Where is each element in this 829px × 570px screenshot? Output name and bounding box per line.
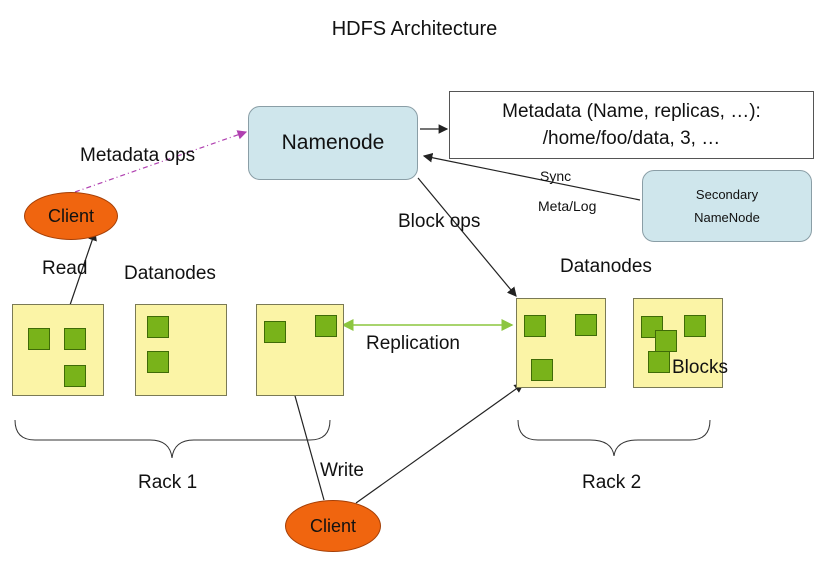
block: [147, 316, 169, 338]
client-bottom-label: Client: [309, 515, 357, 536]
rack1-brace: [14, 419, 331, 459]
block: [28, 328, 50, 350]
secondary-namenode-line-2: NameNode: [694, 210, 760, 225]
block: [648, 351, 670, 373]
datanode-rack1-2: [135, 304, 227, 396]
block: [684, 315, 706, 337]
secondary-namenode-box: Secondary NameNode: [642, 170, 812, 242]
client-top-label: Client: [47, 205, 95, 226]
datanodes-right-label: Datanodes: [560, 256, 652, 277]
write-label: Write: [320, 460, 364, 481]
client-top: Client: [24, 192, 118, 240]
metadata-ops-label: Metadata ops: [80, 145, 196, 166]
write-arrow-rack2: [355, 383, 524, 504]
metadata-line-2: /home/foo/data, 3, …: [542, 128, 721, 149]
block: [575, 314, 597, 336]
metadata-line-1: Metadata (Name, replicas, …):: [502, 101, 761, 122]
client-bottom: Client: [285, 500, 381, 552]
datanodes-left-label: Datanodes: [124, 263, 216, 284]
block-ops-label: Block ops: [398, 211, 481, 232]
sync-arrow: [422, 152, 641, 201]
block: [524, 315, 546, 337]
namenode-box: Namenode: [248, 106, 418, 180]
sync-label: Sync: [540, 168, 572, 184]
replication-label: Replication: [366, 333, 460, 354]
secondary-namenode-line-1: Secondary: [695, 187, 759, 202]
block: [64, 328, 86, 350]
block: [64, 365, 86, 387]
datanode-rack1-3: [256, 304, 344, 396]
blocks-label: Blocks: [672, 357, 728, 378]
namenode-label: Namenode: [281, 131, 385, 154]
datanode-rack1-1: [12, 304, 104, 396]
block: [147, 351, 169, 373]
block: [531, 359, 553, 381]
rack2-label: Rack 2: [582, 472, 642, 493]
datanode-rack2-2: [633, 298, 723, 388]
metadata-box: Metadata (Name, replicas, …): /home/foo/…: [449, 91, 814, 159]
read-arrow: [69, 230, 97, 306]
block: [315, 315, 337, 337]
diagram-title: HDFS Architecture: [331, 18, 498, 40]
rack1-label: Rack 1: [138, 472, 198, 493]
read-label: Read: [42, 258, 88, 279]
meta-log-label: Meta/Log: [538, 198, 597, 214]
block: [264, 321, 286, 343]
rack2-brace: [517, 419, 711, 457]
block: [655, 330, 677, 352]
datanode-rack2-1: [516, 298, 606, 388]
block-ops-arrow: [417, 177, 517, 297]
